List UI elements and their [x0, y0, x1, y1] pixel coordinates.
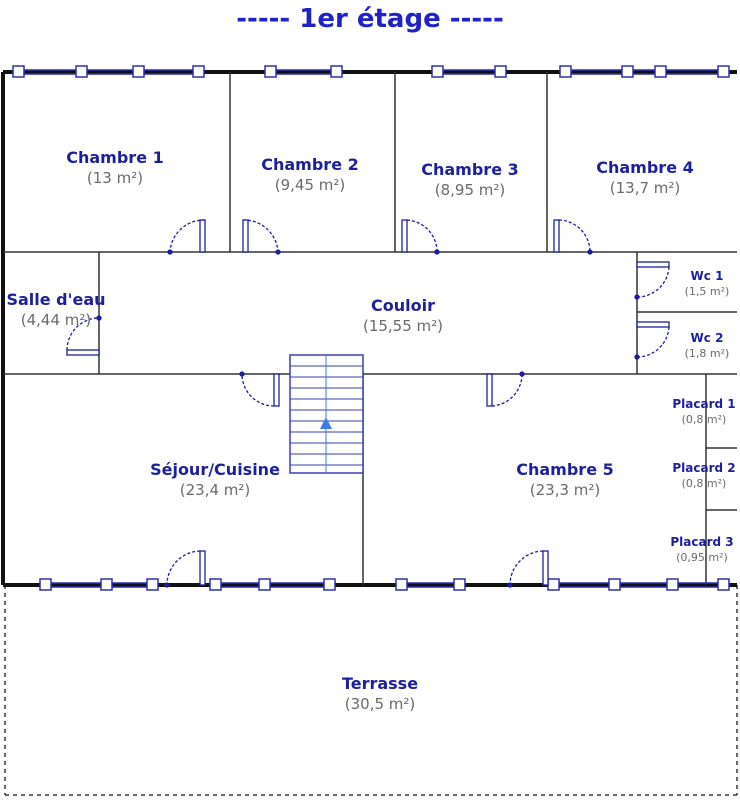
door-chambre1	[167, 219, 206, 255]
room-name: Chambre 2	[261, 155, 359, 174]
windows-top	[12, 65, 730, 78]
interior-walls	[3, 72, 737, 585]
room-chambre-3: Chambre 3 (8,95 m²)	[415, 160, 525, 200]
room-area: (13,7 m²)	[609, 179, 681, 197]
door-chambre2	[242, 219, 281, 255]
window-mullion	[621, 65, 634, 78]
room-placard-3: Placard 3 (0,95 m²)	[666, 534, 738, 565]
room-area: (8,95 m²)	[434, 181, 506, 199]
room-placard-2: Placard 2 (0,8 m²)	[670, 460, 738, 491]
room-name: Placard 2	[672, 461, 736, 475]
window-mullion	[608, 578, 621, 591]
room-area: (30,5 m²)	[344, 695, 416, 713]
window-mullion	[146, 578, 159, 591]
window-mullion	[75, 65, 88, 78]
window-mullion	[264, 65, 277, 78]
terrace-outline	[4, 585, 738, 796]
window-mullion	[559, 65, 572, 78]
room-terrasse: Terrasse (30,5 m²)	[320, 674, 440, 714]
page-title: ----- 1er étage -----	[236, 4, 504, 34]
window-mullion	[717, 578, 730, 591]
window-mullion	[100, 578, 113, 591]
room-wc-2: Wc 2 (1,8 m²)	[676, 330, 738, 361]
staircase	[289, 354, 364, 474]
room-couloir: Couloir (15,55 m²)	[338, 296, 468, 336]
room-name: Salle d'eau	[6, 290, 106, 309]
room-area: (1,8 m²)	[684, 347, 730, 360]
room-area: (4,44 m²)	[20, 311, 92, 329]
room-name: Chambre 5	[516, 460, 614, 479]
windows-bottom	[39, 578, 730, 591]
window-mullion	[330, 65, 343, 78]
window-mullion	[494, 65, 507, 78]
room-name: Placard 1	[672, 397, 736, 411]
room-chambre-5: Chambre 5 (23,3 m²)	[505, 460, 625, 500]
room-chambre-4: Chambre 4 (13,7 m²)	[590, 158, 700, 198]
door-sejour	[239, 371, 280, 407]
room-chambre-1: Chambre 1 (13 m²)	[60, 148, 170, 188]
window-mullion	[453, 578, 466, 591]
door-wc2	[634, 321, 670, 360]
window-mullion	[258, 578, 271, 591]
room-area: (15,55 m²)	[362, 317, 444, 335]
room-area: (9,45 m²)	[274, 176, 346, 194]
doors	[66, 219, 670, 588]
room-name: Séjour/Cuisine	[150, 460, 280, 479]
door-wc1	[634, 261, 670, 300]
window-mullion	[132, 65, 145, 78]
window-mullion	[323, 578, 336, 591]
room-sejour-cuisine: Séjour/Cuisine (23,4 m²)	[135, 460, 295, 500]
door-chambre5	[486, 371, 525, 407]
door-terrasse-sejour	[164, 550, 206, 588]
room-name: Chambre 4	[596, 158, 694, 177]
room-salle-eau: Salle d'eau (4,44 m²)	[0, 290, 112, 330]
window-mullion	[666, 578, 679, 591]
window-mullion	[431, 65, 444, 78]
window-mullion	[39, 578, 52, 591]
window-mullion	[209, 578, 222, 591]
room-area: (1,5 m²)	[684, 285, 730, 298]
window-mullion	[395, 578, 408, 591]
room-chambre-2: Chambre 2 (9,45 m²)	[255, 155, 365, 195]
window-mullion	[12, 65, 25, 78]
door-terrasse-chambre5	[507, 550, 549, 588]
room-name: Wc 2	[690, 331, 724, 345]
room-area: (23,3 m²)	[529, 481, 601, 499]
window-mullion	[547, 578, 560, 591]
room-area: (0,8 m²)	[681, 477, 727, 490]
room-name: Chambre 3	[421, 160, 519, 179]
room-name: Placard 3	[670, 535, 734, 549]
door-chambre3	[401, 219, 440, 255]
stair-arrow-icon	[320, 417, 332, 429]
room-name: Chambre 1	[66, 148, 164, 167]
room-name: Wc 1	[690, 269, 724, 283]
room-area: (0,8 m²)	[681, 413, 727, 426]
room-name: Terrasse	[341, 674, 419, 693]
room-area: (13 m²)	[86, 169, 144, 187]
door-chambre4	[553, 219, 593, 255]
room-wc-1: Wc 1 (1,5 m²)	[676, 268, 738, 299]
room-name: Couloir	[371, 296, 435, 315]
room-area: (23,4 m²)	[179, 481, 251, 499]
door-salle-eau	[66, 315, 102, 356]
window-mullion	[717, 65, 730, 78]
room-placard-1: Placard 1 (0,8 m²)	[670, 396, 738, 427]
window-mullion	[654, 65, 667, 78]
room-area: (0,95 m²)	[676, 551, 728, 564]
window-mullion	[192, 65, 205, 78]
